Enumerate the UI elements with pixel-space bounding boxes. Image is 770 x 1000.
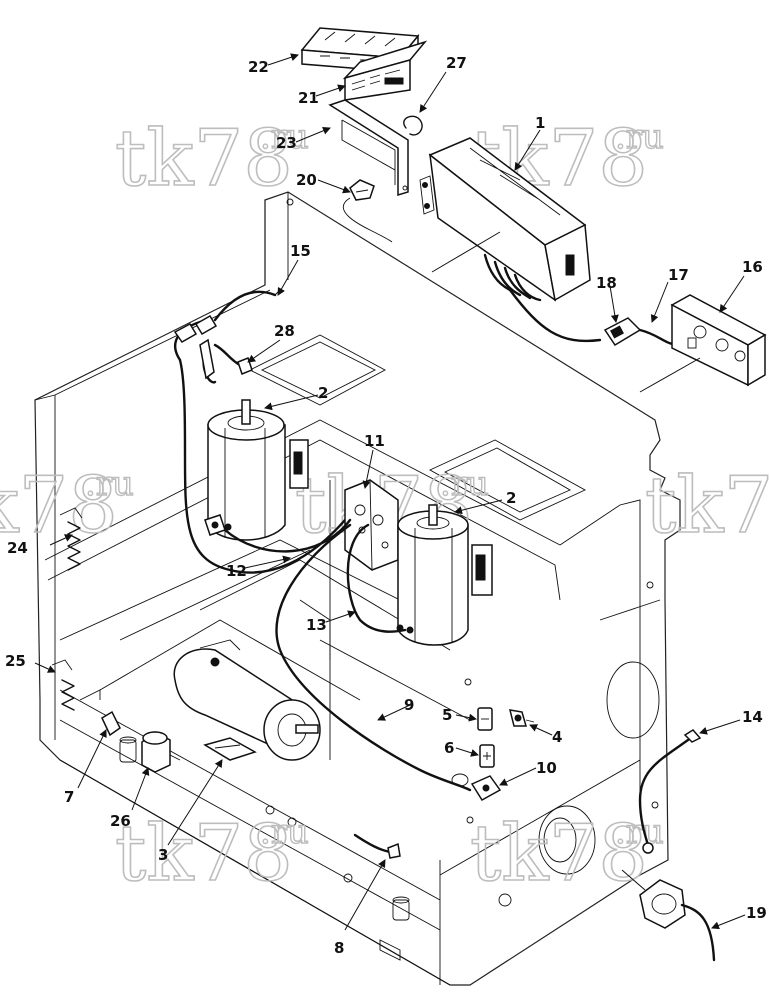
- callout-8: 8: [334, 939, 344, 957]
- callout-7: 7: [64, 788, 74, 806]
- wire-controller-to-connector: [508, 288, 602, 343]
- callout-17: 17: [668, 266, 689, 284]
- callout-20: 20: [296, 171, 317, 189]
- watermark-text: tk78: [470, 809, 648, 899]
- callout-21: 21: [298, 89, 319, 107]
- part-4-switch: [508, 709, 535, 727]
- callout-2-upper: 2: [318, 384, 328, 402]
- callout-12: 12: [226, 562, 247, 580]
- wire-13: [346, 523, 407, 633]
- part-23-bracket: [328, 99, 409, 197]
- part-18-connector: [603, 317, 642, 347]
- callout-9: 9: [404, 696, 414, 714]
- cabinet-frame: [34, 191, 681, 986]
- part-27-cable-clip: [403, 115, 423, 136]
- wire-9: [275, 523, 472, 792]
- watermark-suffix: .ru: [260, 812, 309, 852]
- part-11-terminal-block: [344, 479, 399, 571]
- callout-14: 14: [742, 708, 763, 726]
- part-24-spring: [59, 507, 83, 571]
- watermark-suffix: .ru: [440, 464, 489, 504]
- callout-2-lower: 2: [506, 489, 516, 507]
- part-1-main-controller: [419, 137, 591, 302]
- callout-28: 28: [274, 322, 295, 340]
- callout-1: 1: [535, 114, 545, 132]
- callout-3: 3: [158, 846, 168, 864]
- callout-22: 22: [248, 58, 269, 76]
- callout-11: 11: [364, 432, 385, 450]
- watermark-text: tk78: [115, 809, 293, 899]
- part-19-power-plug: [621, 869, 716, 962]
- part-3-blower-motor: [173, 639, 321, 761]
- callout-4: 4: [552, 728, 562, 746]
- watermark-suffix: .ru: [85, 464, 134, 504]
- part-6-label: [479, 744, 495, 768]
- callout-23: 23: [276, 134, 297, 152]
- part-7-switch: [101, 710, 121, 737]
- part-20-harness-connector: [342, 179, 393, 243]
- watermark-suffix: .ru: [615, 117, 664, 157]
- part-10-thermostat: [451, 773, 502, 802]
- callout-5: 5: [442, 706, 452, 724]
- part-14-ground-cable: [638, 729, 702, 854]
- callout-26: 26: [110, 812, 131, 830]
- callout-6: 6: [444, 739, 454, 757]
- callout-13: 13: [306, 616, 327, 634]
- watermark-text: tk78: [115, 114, 293, 204]
- part-2-motor-lower: [396, 504, 493, 646]
- watermark-suffix: .ru: [615, 812, 664, 852]
- part-2-motor-upper: [204, 399, 309, 541]
- callout-labels: 22 21 23 20 27 1 15 28 2 2 11 12 13 18 1…: [5, 54, 767, 957]
- part-5-label: [477, 707, 493, 731]
- part-8-sensor: [353, 833, 401, 859]
- part-16-relay-box: [639, 294, 767, 393]
- callout-25: 25: [5, 652, 26, 670]
- part-28-sensor: [213, 343, 253, 375]
- watermark-suffix: .ru: [260, 117, 309, 157]
- part-25-spring: [51, 659, 75, 711]
- callout-24: 24: [7, 539, 28, 557]
- watermark-text: tk78: [0, 461, 118, 551]
- callout-19: 19: [746, 904, 767, 922]
- part-21-display-board: [342, 40, 428, 101]
- callout-27: 27: [446, 54, 467, 72]
- leader-lines: [34, 53, 746, 931]
- watermark-text: tk78: [645, 461, 770, 551]
- callout-18: 18: [596, 274, 617, 292]
- callout-15: 15: [290, 242, 311, 260]
- callout-16: 16: [742, 258, 763, 276]
- callout-10: 10: [536, 759, 557, 777]
- part-15-harness: [173, 289, 347, 574]
- part-26-solenoid-valve: [141, 731, 181, 773]
